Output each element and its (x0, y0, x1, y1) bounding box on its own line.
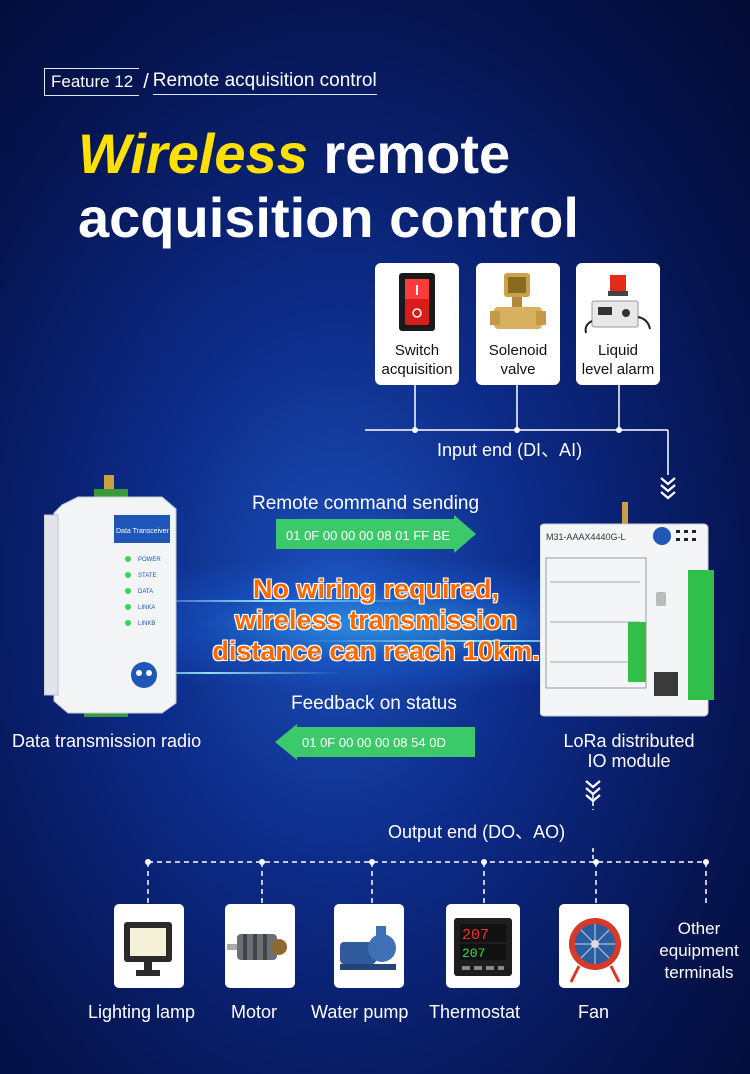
rocker-switch-icon (399, 273, 435, 331)
output-label-thermostat: Thermostat (429, 1002, 521, 1022)
radio-caption: Data transmission radio (12, 731, 202, 751)
output-card-thermostat: 207 207 (446, 904, 520, 988)
feature-tag: Feature 12 (44, 68, 140, 96)
warning-line-3: distance can reach 10km. (212, 636, 540, 666)
input-end-label: Input end (DI、AI) (437, 440, 583, 460)
led-label-linkb: LINKB (138, 621, 155, 627)
floodlight-icon (124, 922, 172, 976)
led-label-state: STATE (138, 573, 156, 579)
light-streak (300, 640, 680, 642)
io-model-text: M31-AAAX4440G-L (546, 532, 626, 542)
input-label-2: level alarm (581, 361, 655, 378)
feature-title: Remote acquisition control (152, 70, 377, 95)
command-label: Remote command sending (252, 493, 480, 514)
led-label-linka: LINKA (138, 605, 155, 611)
feature-header: Feature 12 / Remote acquisition control (44, 66, 377, 98)
command-arrow (276, 515, 476, 553)
lora-io-module: M31-AAAX4440G-L (539, 502, 718, 717)
input-card-solenoid: Solenoid valve (476, 263, 560, 385)
io-caption-line-2: IO module (587, 751, 671, 771)
input-card-alarm: Liquid level alarm (576, 263, 660, 385)
led-label-data: DATA (138, 589, 153, 595)
motor-icon (227, 934, 287, 960)
down-chevrons (585, 477, 676, 803)
warning-line-2: wireless transmission (234, 605, 518, 635)
solenoid-valve-icon (490, 273, 546, 329)
other-terminals-label: Other equipment terminals (654, 918, 744, 984)
feedback-hex: 01 0F 00 00 00 08 54 0D (302, 734, 446, 750)
output-label-lamp: Lighting lamp (88, 1002, 196, 1022)
feature-slash: / (143, 70, 149, 93)
headline-line1-rest: remote (323, 122, 511, 185)
io-module-icon: M31-AAAX4440G-L (539, 502, 714, 717)
warning-text: No wiring required, wireless transmissio… (196, 574, 556, 667)
warning-line-1: No wiring required, (252, 574, 500, 604)
output-card-motor (225, 904, 295, 988)
output-end-label: Output end (DO、AO) (388, 822, 566, 842)
output-card-pump (334, 904, 404, 988)
feedback-arrow (275, 724, 475, 760)
radio-model-text: Data Transceiver (116, 528, 170, 535)
other-line-2: equipment (659, 941, 739, 960)
thermostat-display-bottom: 207 (462, 946, 485, 961)
output-label-motor: Motor (231, 1002, 278, 1022)
input-label-1: Liquid (597, 342, 639, 359)
axial-fan-icon (569, 918, 621, 983)
headline: Wireless remote acquisition control (78, 122, 579, 250)
alarm-light-icon (584, 275, 651, 334)
other-line-1: Other (677, 919, 721, 938)
input-label-2: valve (500, 361, 536, 378)
data-transmission-radio: Data Transceiver POWER STATE DATA LINKA … (43, 475, 184, 720)
led-label-power: POWER (138, 557, 161, 563)
thermostat-display-top: 207 (462, 927, 489, 944)
input-label-1: Solenoid (488, 342, 548, 359)
input-label-1: Switch (394, 342, 440, 359)
headline-highlight: Wireless (78, 122, 308, 185)
water-pump-icon (340, 926, 396, 970)
radio-device-icon: Data Transceiver POWER STATE DATA LINKA … (43, 475, 177, 717)
output-card-lamp (114, 904, 184, 988)
output-card-fan (559, 904, 629, 988)
output-label-pump: Water pump (311, 1002, 409, 1022)
command-hex: 01 0F 00 00 00 08 01 FF BE (286, 527, 451, 543)
input-label-2: acquisition (381, 361, 453, 378)
light-streak (120, 600, 420, 602)
feedback-label: Feedback on status (291, 693, 457, 714)
light-streak (80, 672, 340, 674)
io-caption-line-1: LoRa distributed (563, 731, 695, 751)
io-module-caption: LoRa distributed IO module (555, 731, 703, 771)
output-label-fan: Fan (578, 1002, 610, 1022)
other-line-3: terminals (664, 963, 734, 982)
headline-line2: acquisition control (78, 186, 579, 249)
input-card-switch: Switch acquisition (375, 263, 459, 385)
thermostat-icon: 207 207 (454, 918, 512, 976)
